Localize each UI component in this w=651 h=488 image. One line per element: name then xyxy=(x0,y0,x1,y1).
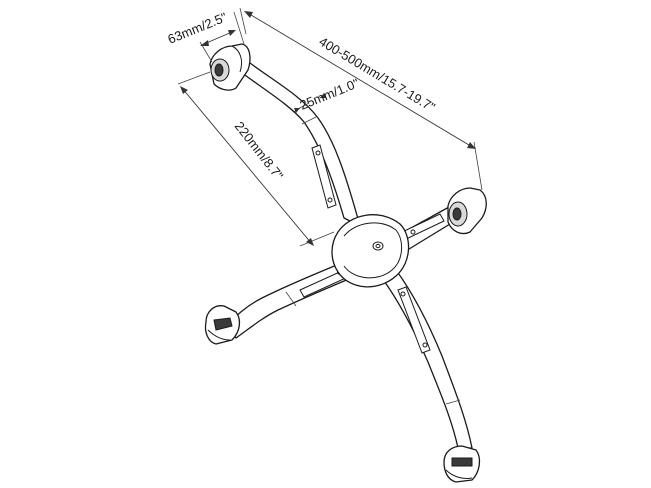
bottom-clamp xyxy=(443,445,481,483)
lower-slot xyxy=(397,286,431,354)
upper-left-slot xyxy=(311,144,337,209)
lower-arm xyxy=(381,269,473,449)
right-clamp xyxy=(447,187,487,235)
hub-center-hole xyxy=(372,241,384,251)
dimension-arm-width: 25mm/1.0" xyxy=(293,75,362,113)
dimension-label-grip-depth: 63mm/2.5" xyxy=(166,9,230,46)
dimension-label-arm-width: 25mm/1.0" xyxy=(298,75,362,112)
dimension-label-grip-height: 220mm/8.7" xyxy=(232,119,287,183)
left-arm xyxy=(225,261,357,339)
dimension-label-span-range: 400-500mm/15.7-19.7" xyxy=(316,34,438,115)
center-hub xyxy=(331,214,410,288)
left-clamp xyxy=(204,305,241,345)
top-clamp xyxy=(209,43,251,91)
